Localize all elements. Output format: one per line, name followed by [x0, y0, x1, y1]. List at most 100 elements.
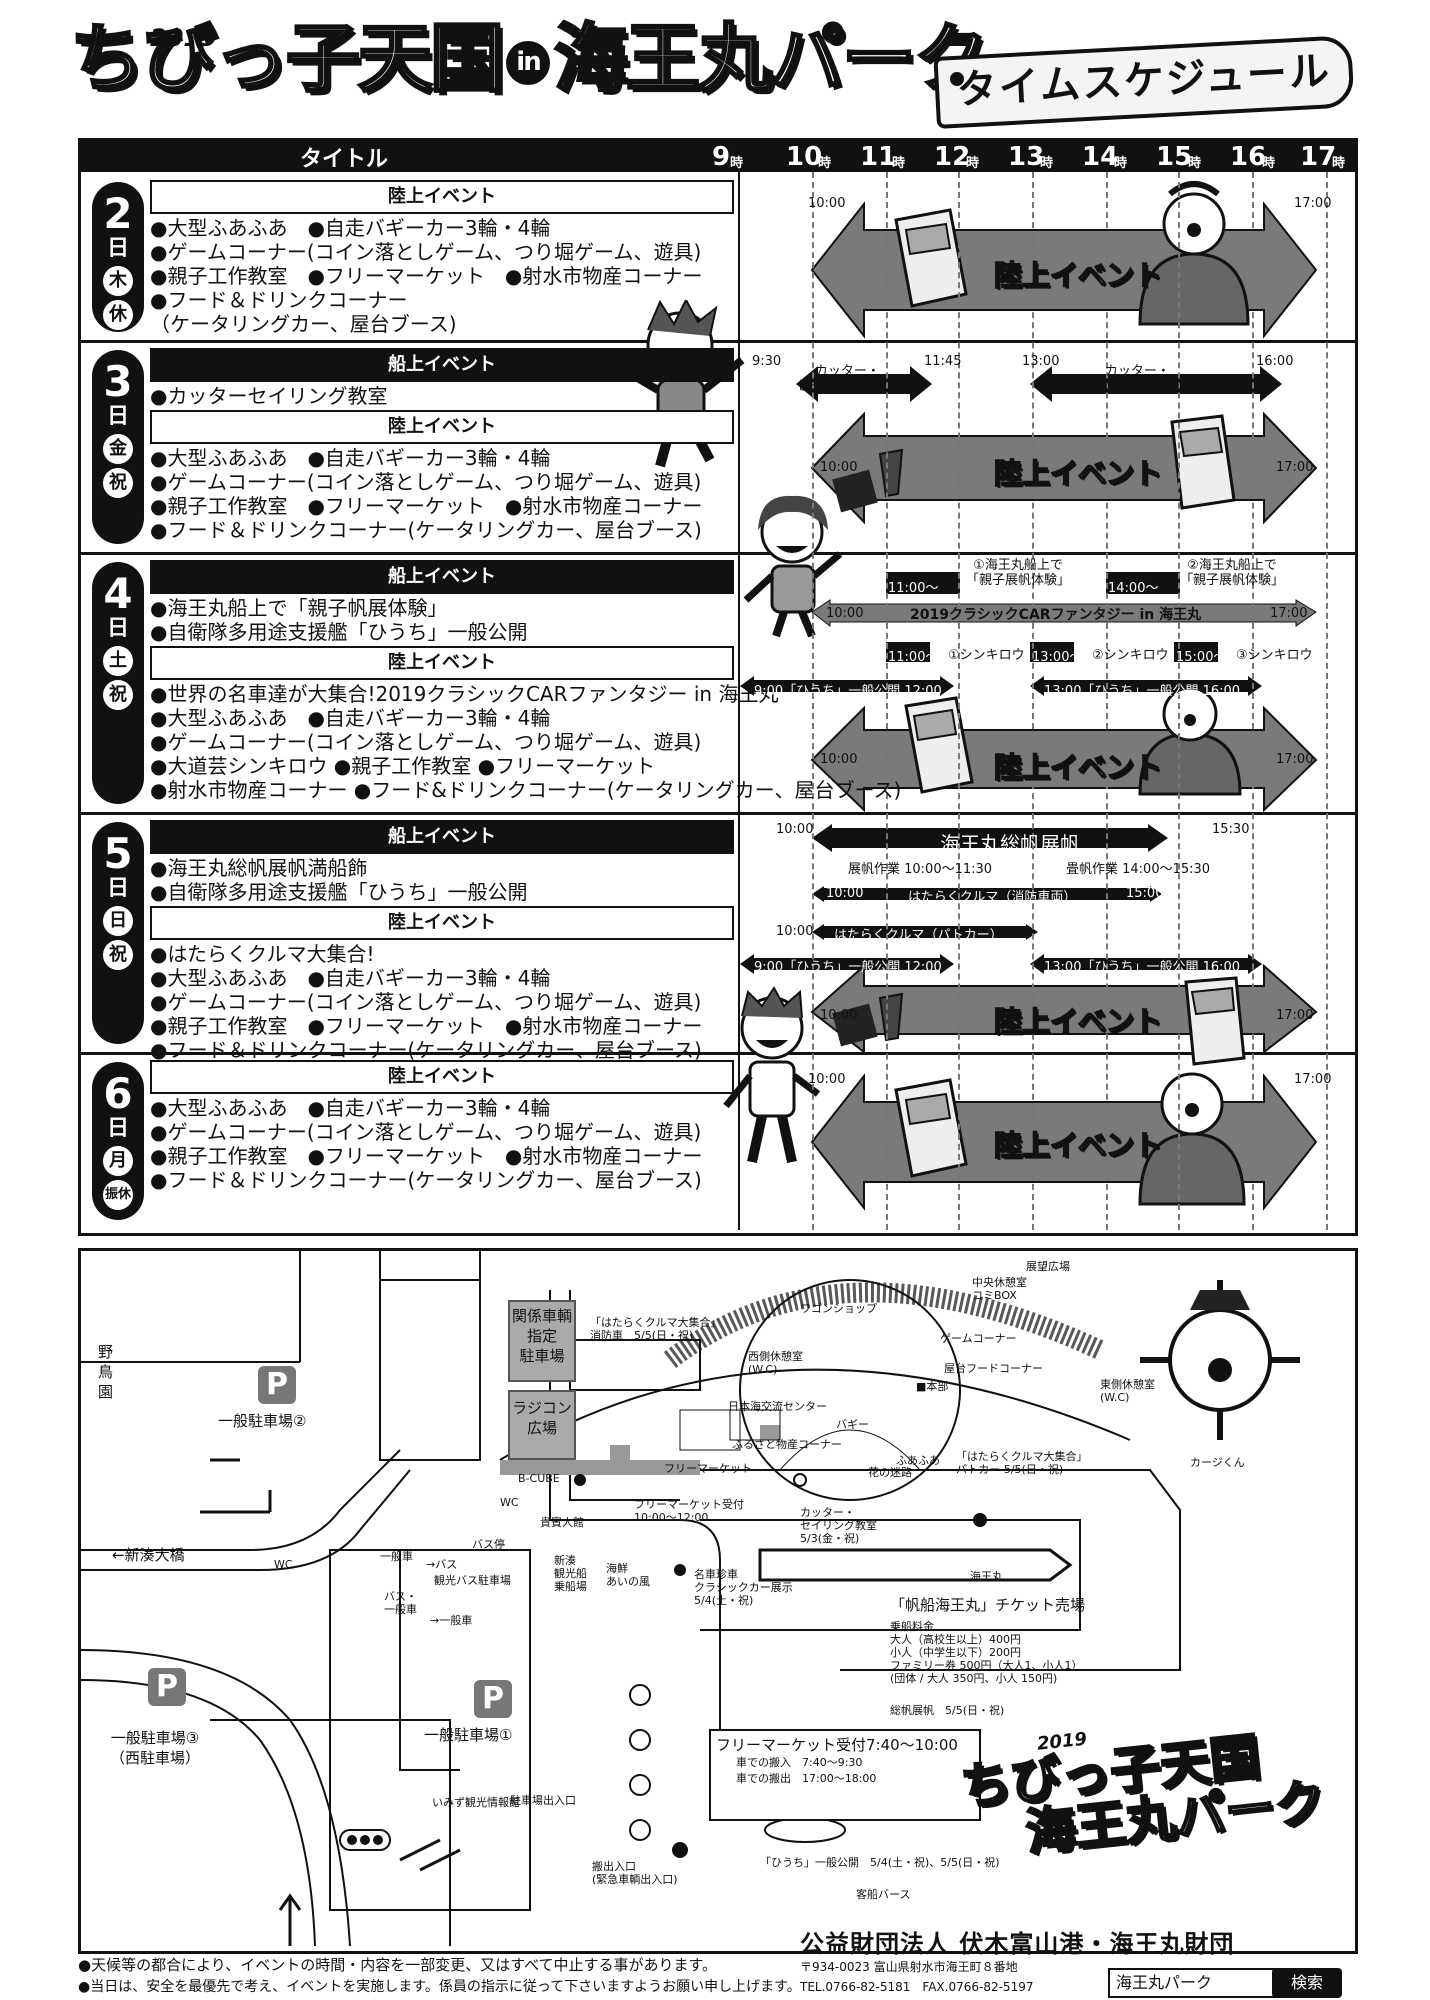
hiuchi-label: 13:00「ひうち」一般公開 16:00 — [1044, 684, 1241, 699]
center-building — [569, 1339, 701, 1391]
sightseeing-boat-label: 新湊 観光船 乗船場 — [554, 1554, 587, 1593]
parking1-label: 一般駐車場① — [424, 1726, 513, 1744]
game-machine-icon — [1184, 976, 1246, 1066]
event-line: ●親子工作教室 ●フリーマーケット ●射水市物産コーナー — [150, 1144, 703, 1168]
wagon-shop-arc — [663, 1282, 1105, 1368]
marker-dot — [674, 1564, 686, 1576]
time-end: 17:00 — [1276, 460, 1314, 475]
hiuchi-label: 9:00「ひうち」一般公開 12:00 — [754, 960, 942, 975]
event-line: ●ゲームコーナー(コイン落としゲーム、つり堀ゲーム、遊具) — [150, 240, 702, 264]
day-number: 4 — [103, 569, 133, 618]
time-white: 15:00～ — [1176, 650, 1227, 665]
hour-label: 12 — [934, 142, 971, 172]
clown-icon — [1138, 1072, 1246, 1206]
boy-character-icon — [621, 300, 745, 468]
time-end: 17:00 — [1276, 752, 1314, 767]
classic-car-label: 名車珍車 クラシックカー展示 5/4(土・祝) — [694, 1568, 793, 1607]
shell-dome-outline — [739, 1279, 961, 1501]
event-line: ●フード＆ドリンクコーナー(ケータリングカー、屋台ブース) — [150, 1038, 702, 1062]
event-line: ●親子工作教室 ●フリーマーケット ●射水市物産コーナー — [150, 494, 703, 518]
day-suffix: 日 — [106, 876, 129, 901]
kihin-label: 貴賓人館 — [540, 1516, 584, 1529]
event-line: ●大道芸シンキロウ ●親子工作教室 ●フリーマーケット — [150, 754, 656, 778]
event-line: ●大型ふあふあ ●自走バギーカー3輪・4輪 — [150, 1096, 551, 1120]
hour-gridline — [1326, 172, 1328, 1230]
staff-parking-box: 関係車輌 指定 駐車場 — [508, 1300, 576, 1382]
event-heading: 陸上イベント — [150, 1060, 734, 1094]
weekday-badge: 日 — [103, 906, 133, 936]
flea-box-line-1: フリーマーケット受付7:40～10:00 — [716, 1736, 958, 1754]
shin2-time-box — [1030, 642, 1074, 662]
road-line — [210, 1719, 451, 1946]
parking2-label: 一般駐車場② — [218, 1412, 307, 1430]
police-arrow — [812, 924, 1038, 940]
hour-suffix: 時 — [1188, 156, 1202, 171]
observatory-label: 展望広場 — [1026, 1260, 1070, 1273]
time-label: 9:30 — [752, 354, 782, 369]
flower-maze-label: 花の迷路 — [868, 1466, 912, 1479]
day-suffix: 日 — [106, 236, 129, 261]
event-line: ●フード＆ドリンクコーナー(ケータリングカー、屋台ブース) — [150, 518, 702, 542]
arrow-icon — [200, 1490, 272, 1514]
weekday-badge: 金 — [103, 434, 133, 464]
car-fantasy-label: 2019クラシックCARファンタジー in 海王丸 — [910, 607, 1202, 623]
ticket-lines: 乗船料金 大人（高校生以上）400円 小人（中学生以下）200円 ファミリー券 … — [890, 1620, 1083, 1685]
hour-suffix: 時 — [1114, 156, 1128, 171]
entry-arrow-icon — [278, 1893, 302, 1946]
organization-name: 公益財団法人 伏木富山港・海王丸財団 — [800, 1930, 1235, 1958]
event-heading: 陸上イベント — [150, 410, 734, 444]
bus-ippan-label: バス・ 一般車 — [384, 1590, 417, 1616]
row-separator — [78, 812, 1355, 815]
road-line — [80, 1649, 351, 1946]
road-line — [549, 1290, 721, 1790]
day-number: 5 — [103, 829, 133, 878]
police-car-label: 「はたらくクルマ大集合」 パトカー 5/5(日・祝) — [956, 1450, 1088, 1476]
time-label: 10:00 — [826, 606, 864, 621]
event-line: ●大型ふあふあ ●自走バギーカー3輪・4輪 — [150, 216, 551, 240]
radicon-plaza-box: ラジコン 広場 — [508, 1390, 576, 1460]
cutter-label: カッター・ セイリング教室② — [1086, 364, 1189, 394]
time-white: 13:00～ — [1032, 650, 1083, 665]
logo-year: 2019 — [150, 24, 217, 52]
tenpan-label: 展帆作業 10:00～11:30 — [848, 862, 993, 877]
flea-area — [500, 1460, 700, 1475]
hour-label: 14 — [1082, 142, 1119, 172]
logo-in-badge: in — [506, 41, 550, 86]
row-separator — [78, 340, 1355, 343]
event-line: ●大型ふあふあ ●自走バギーカー3輪・4輪 — [150, 966, 551, 990]
bcube-label: B-CUBE — [518, 1472, 560, 1485]
sail-all-label: 海王丸総帆展帆 — [940, 832, 1080, 856]
day-number: 3 — [103, 357, 133, 406]
marker-dot — [973, 1513, 987, 1527]
holiday-badge: 祝 — [103, 940, 133, 970]
game-machine-icon — [1170, 414, 1236, 510]
building-outline — [379, 1279, 481, 1461]
hour-label: 17 — [1300, 142, 1337, 172]
row-separator — [78, 1052, 1355, 1055]
parking-sign-icon: P — [148, 1668, 186, 1706]
time-schedule-tag: タイムスケジュール — [933, 35, 1355, 129]
time-white: 15:00 — [1126, 886, 1164, 901]
event-heading: 船上イベント — [150, 820, 734, 854]
marker-dot — [672, 1842, 688, 1858]
event-line: ●ゲームコーナー(コイン落としゲーム、つり堀ゲーム、遊具) — [150, 730, 702, 754]
quay-outline — [600, 1469, 1181, 1671]
ticket-title: 「帆船海王丸」チケット売場 — [890, 1596, 1086, 1614]
wc-label: WC — [500, 1496, 519, 1509]
ainokaze-label: 海鮮 あいの風 — [606, 1562, 650, 1588]
hour-suffix: 時 — [818, 156, 832, 171]
sail1-time-box — [886, 572, 960, 594]
logo-title-b: 海王丸パーク — [553, 16, 990, 102]
game-corner-label: ゲームコーナー — [940, 1332, 1017, 1345]
food-corner-label: 屋台フードコーナー — [944, 1362, 1043, 1375]
event-line: ●ゲームコーナー(コイン落としゲーム、つり堀ゲーム、遊具) — [150, 990, 702, 1014]
shinkirou-label: ②シンキロウ — [1092, 648, 1169, 663]
time-white: 10:00 — [826, 886, 864, 901]
day-suffix: 日 — [106, 404, 129, 429]
promenade-arc — [499, 1368, 1131, 1461]
car-fantasy-arrow — [811, 599, 1317, 628]
land-event-arrow-label: 陸上イベント — [993, 258, 1163, 293]
